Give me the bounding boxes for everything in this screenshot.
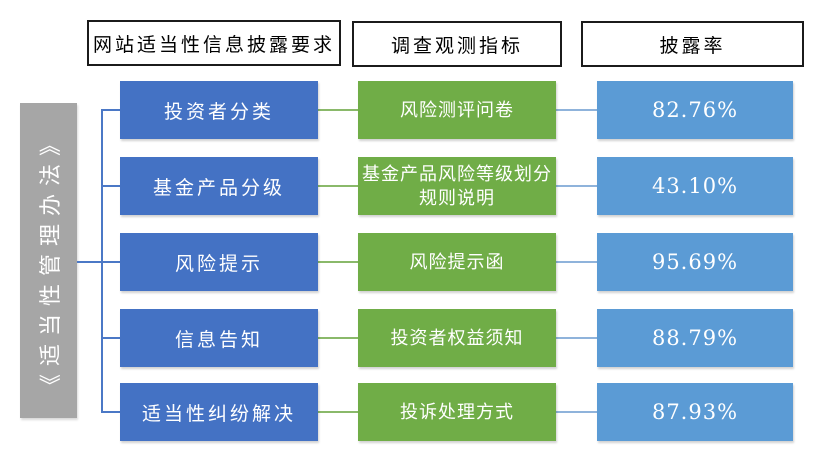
rate-box-row5: 87.93% (597, 383, 793, 441)
indicator-label: 风险提示函 (409, 251, 505, 272)
connector-stub-row1 (101, 109, 120, 111)
column-header-indicators: 调查观测指标 (352, 21, 562, 67)
indicator-box-investor-rights-notice: 投资者权益须知 (358, 309, 556, 367)
connector-lightblue-row4 (556, 337, 597, 339)
requirement-label: 投资者分类 (163, 101, 274, 123)
column-header-indicators-label: 调查观测指标 (390, 35, 523, 57)
indicator-box-risk-grade-rules: 基金产品风险等级划分规则说明 (358, 157, 556, 215)
requirement-label: 风险提示 (174, 253, 263, 275)
law-bar: 《适当性管理办法》 (20, 103, 77, 418)
requirement-box-fund-product-grading: 基金产品分级 (120, 157, 318, 215)
connector-stub-row5 (101, 411, 120, 413)
requirement-label: 基金产品分级 (152, 177, 285, 199)
rate-value: 87.93% (651, 400, 739, 424)
requirement-box-investor-classification: 投资者分类 (120, 81, 318, 139)
indicator-label: 投资者权益须知 (390, 327, 524, 348)
column-header-rate-label: 披露率 (659, 35, 726, 57)
indicator-box-risk-warning-letter: 风险提示函 (358, 233, 556, 291)
rate-box-row4: 88.79% (597, 309, 793, 367)
connector-green-row3 (318, 261, 358, 263)
column-header-rate: 披露率 (581, 21, 804, 67)
rate-value: 88.79% (651, 326, 739, 350)
column-header-requirements: 网站适当性信息披露要求 (87, 20, 341, 66)
rate-value: 43.10% (651, 174, 739, 198)
rate-box-row1: 82.76% (597, 81, 793, 139)
requirement-box-information-notice: 信息告知 (120, 309, 318, 367)
requirement-box-risk-warning: 风险提示 (120, 233, 318, 291)
connector-lightblue-row1 (556, 109, 597, 111)
connector-stub-row2 (101, 185, 120, 187)
rate-value: 82.76% (651, 98, 739, 122)
indicator-label: 风险测评问卷 (400, 99, 514, 120)
connector-stub-row4 (101, 337, 120, 339)
connector-lightblue-row2 (556, 185, 597, 187)
connector-lightblue-row5 (556, 411, 597, 413)
column-header-requirements-label: 网站适当性信息披露要求 (92, 34, 335, 56)
connector-green-row1 (318, 109, 358, 111)
connector-green-row5 (318, 411, 358, 413)
requirement-label: 信息告知 (174, 329, 263, 351)
connector-green-row2 (318, 185, 358, 187)
requirement-label: 适当性纠纷解决 (141, 403, 296, 425)
law-bar-label: 《适当性管理办法》 (37, 125, 63, 396)
rate-box-row2: 43.10% (597, 157, 793, 215)
rate-box-row3: 95.69% (597, 233, 793, 291)
connector-green-row4 (318, 337, 358, 339)
requirement-box-dispute-resolution: 适当性纠纷解决 (120, 383, 318, 441)
connector-lightblue-row3 (556, 261, 597, 263)
indicator-box-risk-questionnaire: 风险测评问卷 (358, 81, 556, 139)
indicator-box-complaint-handling: 投诉处理方式 (358, 383, 556, 441)
indicator-label: 投诉处理方式 (400, 401, 514, 422)
connector-trunk-row3 (77, 261, 120, 263)
rate-value: 95.69% (651, 250, 739, 274)
indicator-label: 基金产品风险等级划分规则说明 (362, 163, 552, 208)
